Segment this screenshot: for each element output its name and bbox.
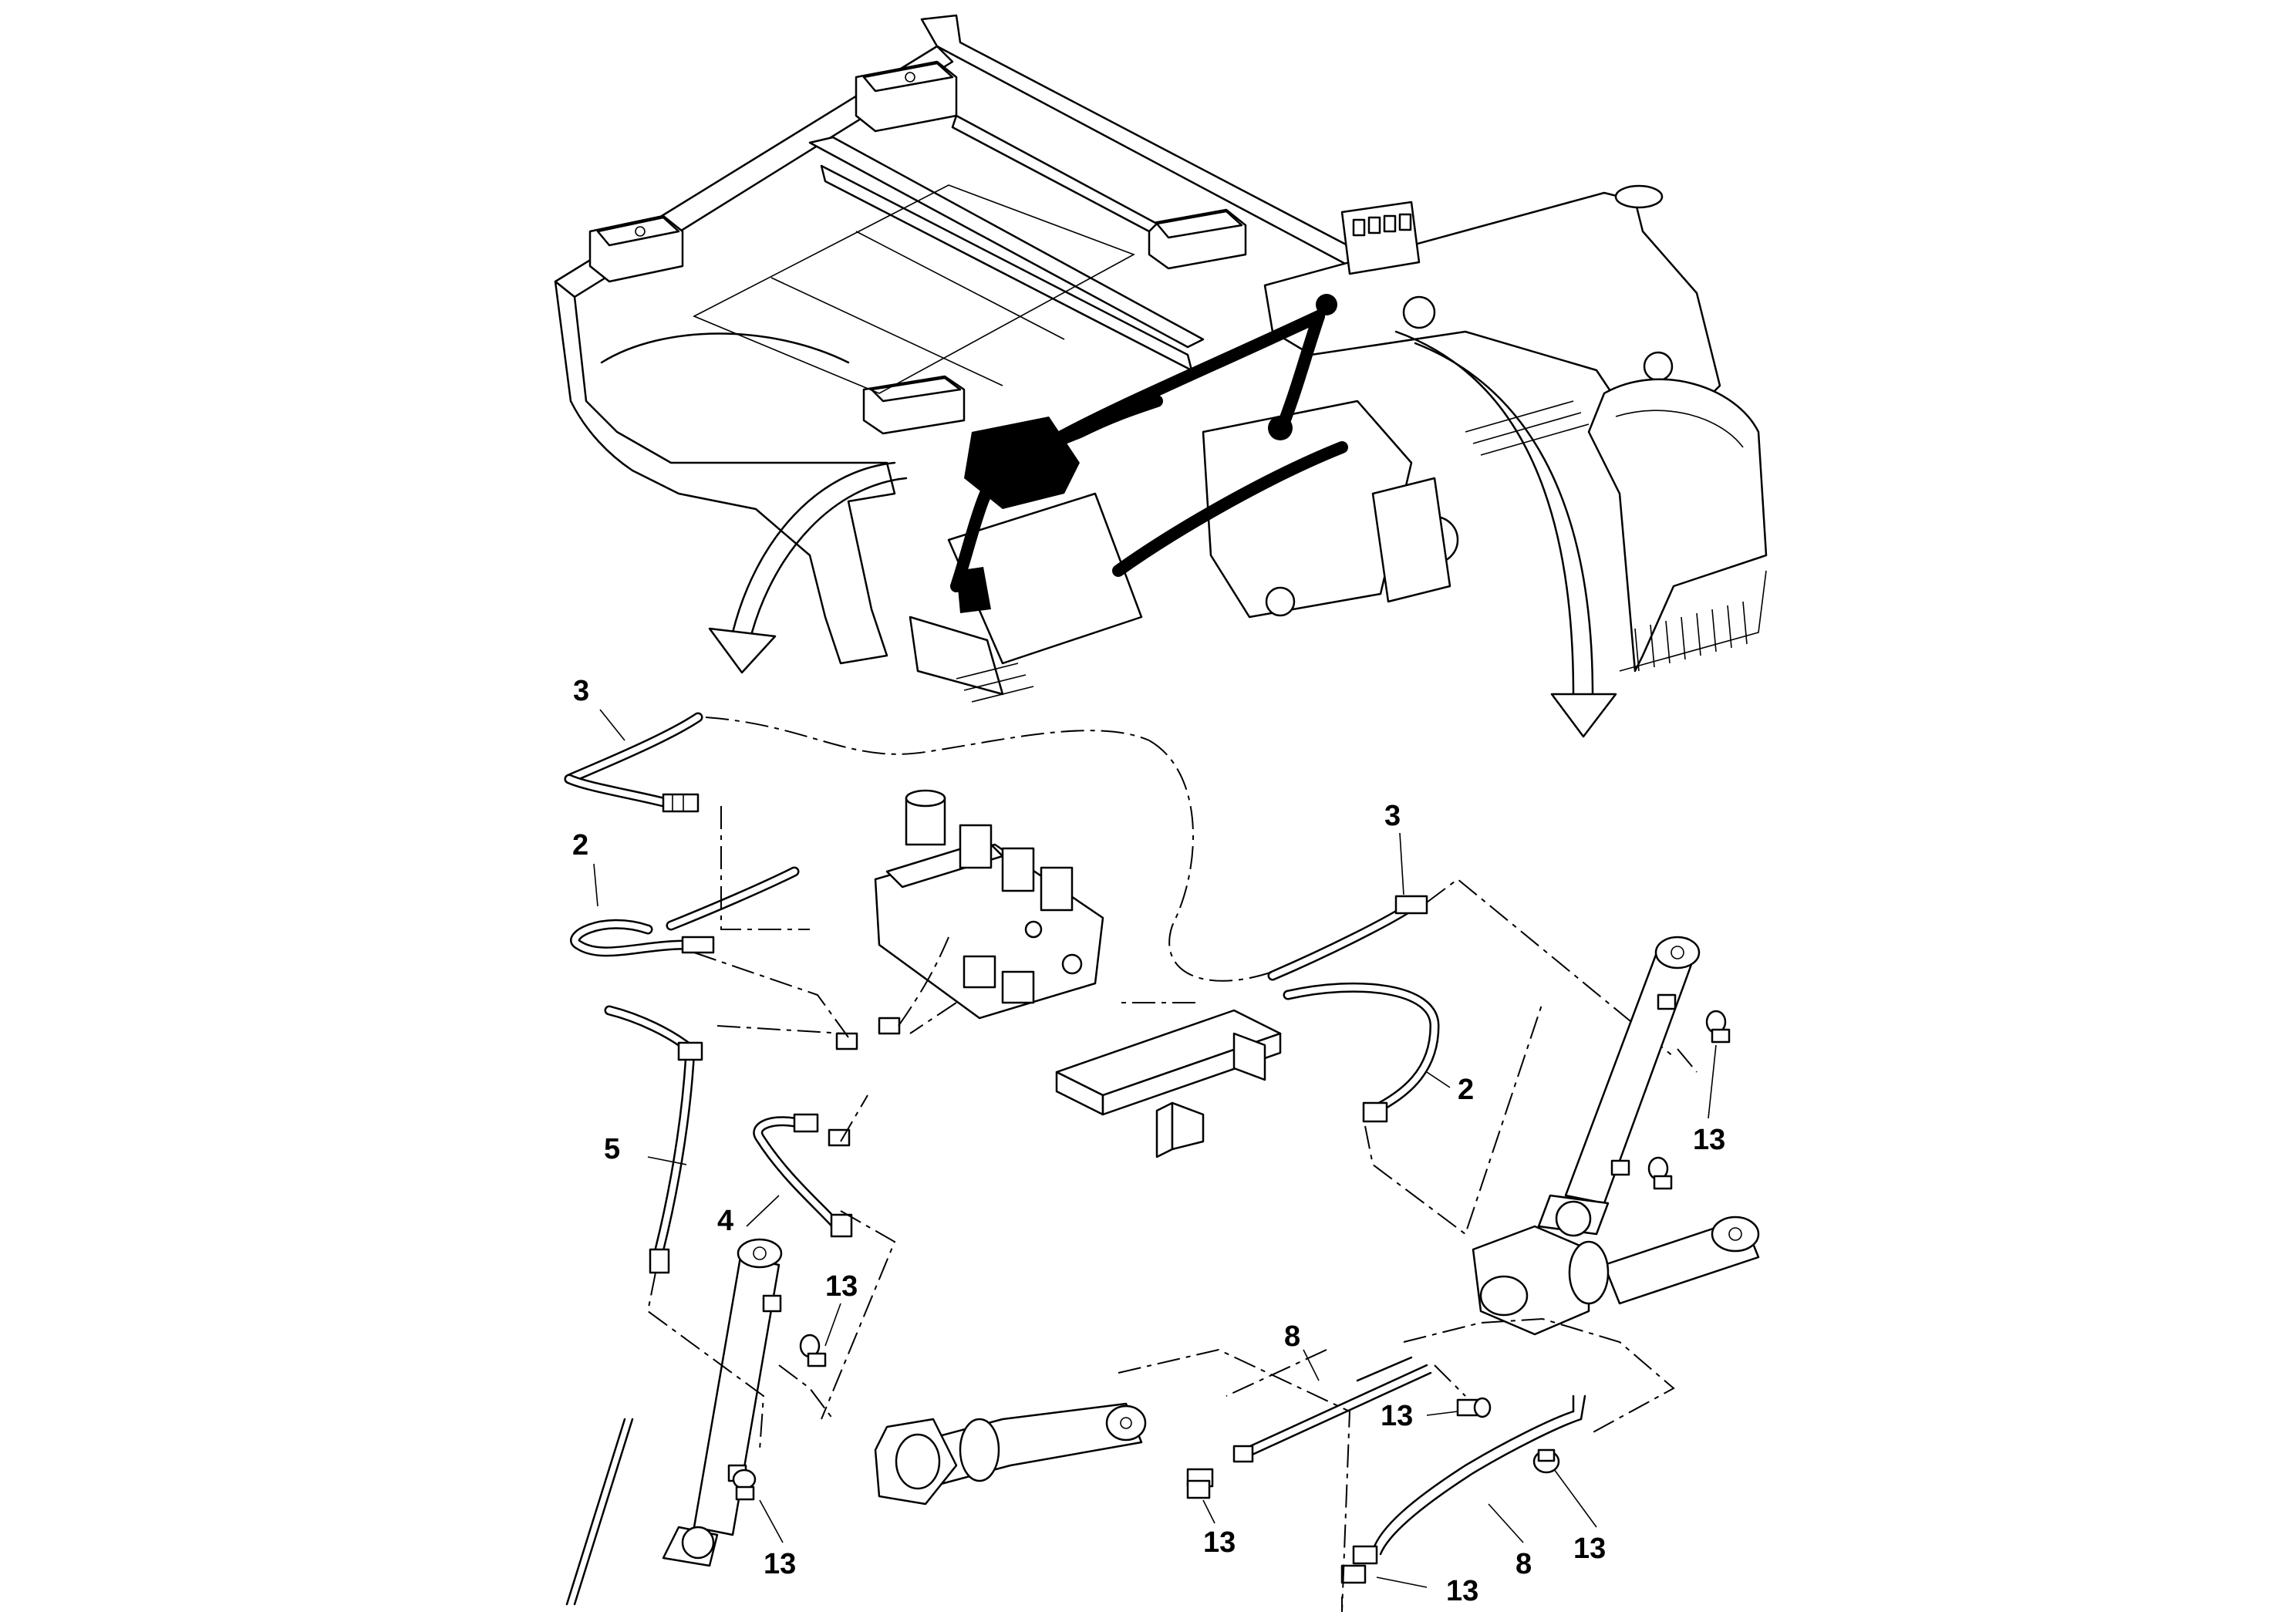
fitting-a [835, 1032, 858, 1050]
right-hydraulic-cylinder [1537, 936, 1701, 1237]
brush-bristles [1634, 601, 1748, 672]
highlighted-hose-routing [950, 294, 1348, 613]
left-hydraulic-cylinder [565, 1238, 783, 1606]
pipe-8-bottom [1352, 1394, 1586, 1565]
callout-hose-2-left: 2 [572, 829, 588, 862]
callout-pipe-8-top: 8 [1284, 1320, 1300, 1353]
callout-hose-3-left: 3 [573, 675, 589, 707]
arrow-right [1394, 330, 1617, 738]
mount-pad-3 [1148, 208, 1247, 270]
mounting-bracket [1055, 1009, 1282, 1158]
fitting-13-right-a [1705, 1010, 1731, 1044]
fitting-13-left-a [799, 1334, 827, 1367]
fitting-13-lower-e [1186, 1479, 1211, 1499]
fitting-13-lower-d [1532, 1448, 1560, 1474]
top-valve-block [1340, 201, 1421, 275]
callout-fitting-13-a: 13 [825, 1270, 858, 1303]
mount-pad-4 [862, 375, 966, 435]
fitting-c [828, 1128, 851, 1147]
hose-2-left [570, 866, 800, 957]
hose-4 [753, 1113, 853, 1238]
mount-pad-1 [588, 214, 684, 283]
callout-fitting-13-d: 13 [1381, 1400, 1413, 1432]
callout-hose-2-right: 2 [1458, 1074, 1474, 1106]
callout-pipe-8-bottom: 8 [1515, 1548, 1532, 1580]
callout-fitting-13-b: 13 [764, 1548, 796, 1580]
fitting-b [878, 1017, 901, 1035]
fitting-13-right-b [1647, 1156, 1673, 1190]
horizontal-cylinder [1472, 1216, 1760, 1336]
callout-hose-4: 4 [717, 1205, 733, 1237]
leader-lines [593, 709, 1717, 1588]
arrow-left [708, 461, 908, 674]
callout-fitting-13-c: 13 [1693, 1124, 1725, 1156]
hose-3-right [1267, 895, 1428, 981]
callout-fitting-13-g: 13 [1446, 1575, 1478, 1607]
underframe-ribs [956, 400, 1590, 703]
fitting-13-left-b [732, 1469, 757, 1501]
callout-hose-3-right: 3 [1384, 800, 1401, 832]
hose-3-left [564, 712, 703, 813]
fitting-13-lower-c [1456, 1397, 1492, 1418]
callout-fitting-13-e: 13 [1573, 1533, 1606, 1565]
mount-pad-2 [855, 60, 958, 133]
fitting-13-lower-f [1340, 1564, 1367, 1584]
hose-2-right [1283, 982, 1440, 1123]
chassis-frame [554, 14, 1768, 738]
callout-hose-5: 5 [604, 1133, 620, 1165]
lower-left-cylinder [874, 1402, 1147, 1506]
hose-5 [604, 1005, 703, 1274]
callout-fitting-13-f: 13 [1203, 1526, 1236, 1559]
valve-bank [874, 789, 1104, 1020]
